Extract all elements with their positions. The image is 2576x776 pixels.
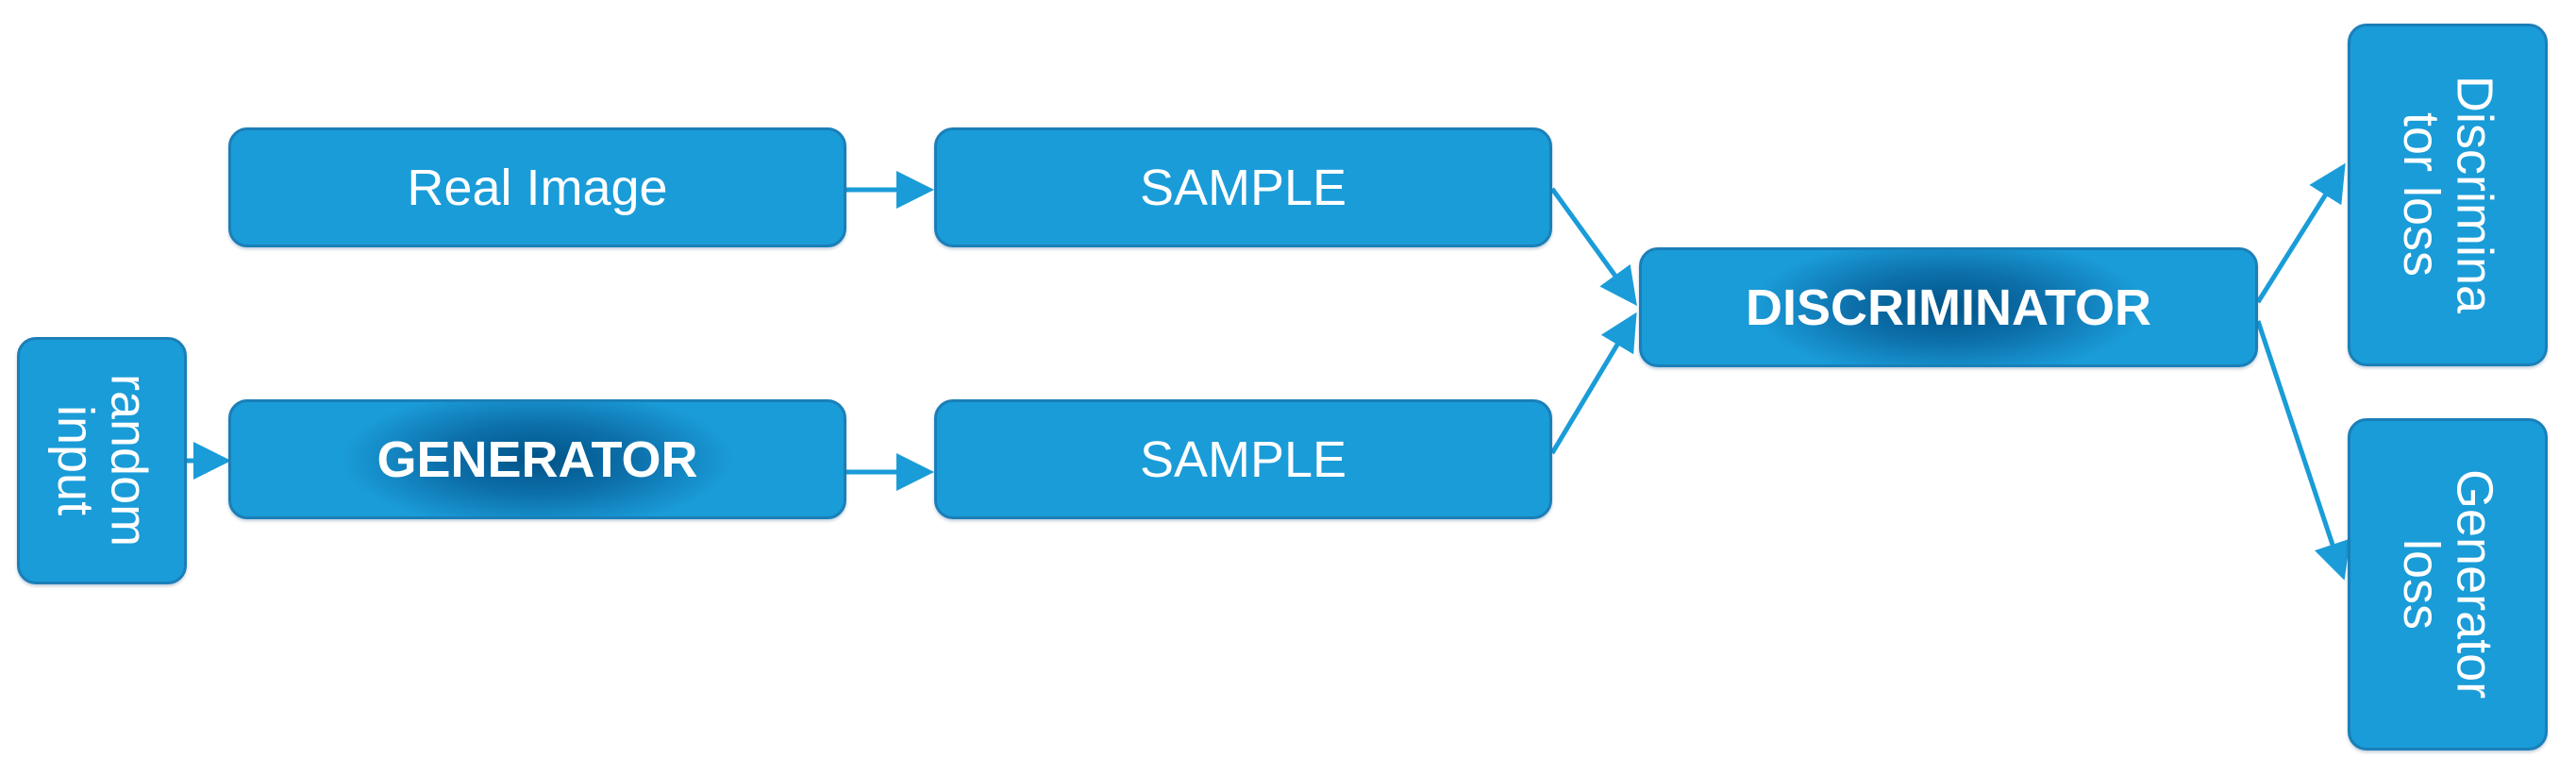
arrow-sample-bottom-to-discriminator bbox=[1549, 312, 1637, 455]
sample-node-top: SAMPLE bbox=[934, 127, 1552, 247]
random-input-label: random input bbox=[47, 374, 158, 548]
generator-loss-node: Generator loss bbox=[2348, 418, 2548, 751]
discriminator-label: DISCRIMINATOR bbox=[1746, 278, 2151, 336]
sample-bottom-label: SAMPLE bbox=[1139, 430, 1347, 488]
generator-node: GENERATOR bbox=[228, 399, 846, 519]
sample-node-bottom: SAMPLE bbox=[934, 399, 1552, 519]
sample-top-label: SAMPLE bbox=[1139, 159, 1347, 216]
discriminator-loss-label: Discrimina tor loss bbox=[2393, 76, 2503, 314]
discriminator-loss-node: Discrimina tor loss bbox=[2348, 24, 2548, 366]
arrow-sample-top-to-discriminator bbox=[1549, 187, 1637, 307]
real-image-node: Real Image bbox=[228, 127, 846, 247]
generator-label: GENERATOR bbox=[376, 430, 698, 488]
arrow-discriminator-to-generator-loss bbox=[2255, 320, 2350, 581]
generator-loss-label: Generator loss bbox=[2393, 469, 2503, 700]
arrow-discriminator-to-discriminator-loss bbox=[2255, 162, 2346, 304]
random-input-node: random input bbox=[17, 337, 187, 584]
discriminator-node: DISCRIMINATOR bbox=[1639, 247, 2258, 367]
real-image-label: Real Image bbox=[407, 159, 668, 216]
